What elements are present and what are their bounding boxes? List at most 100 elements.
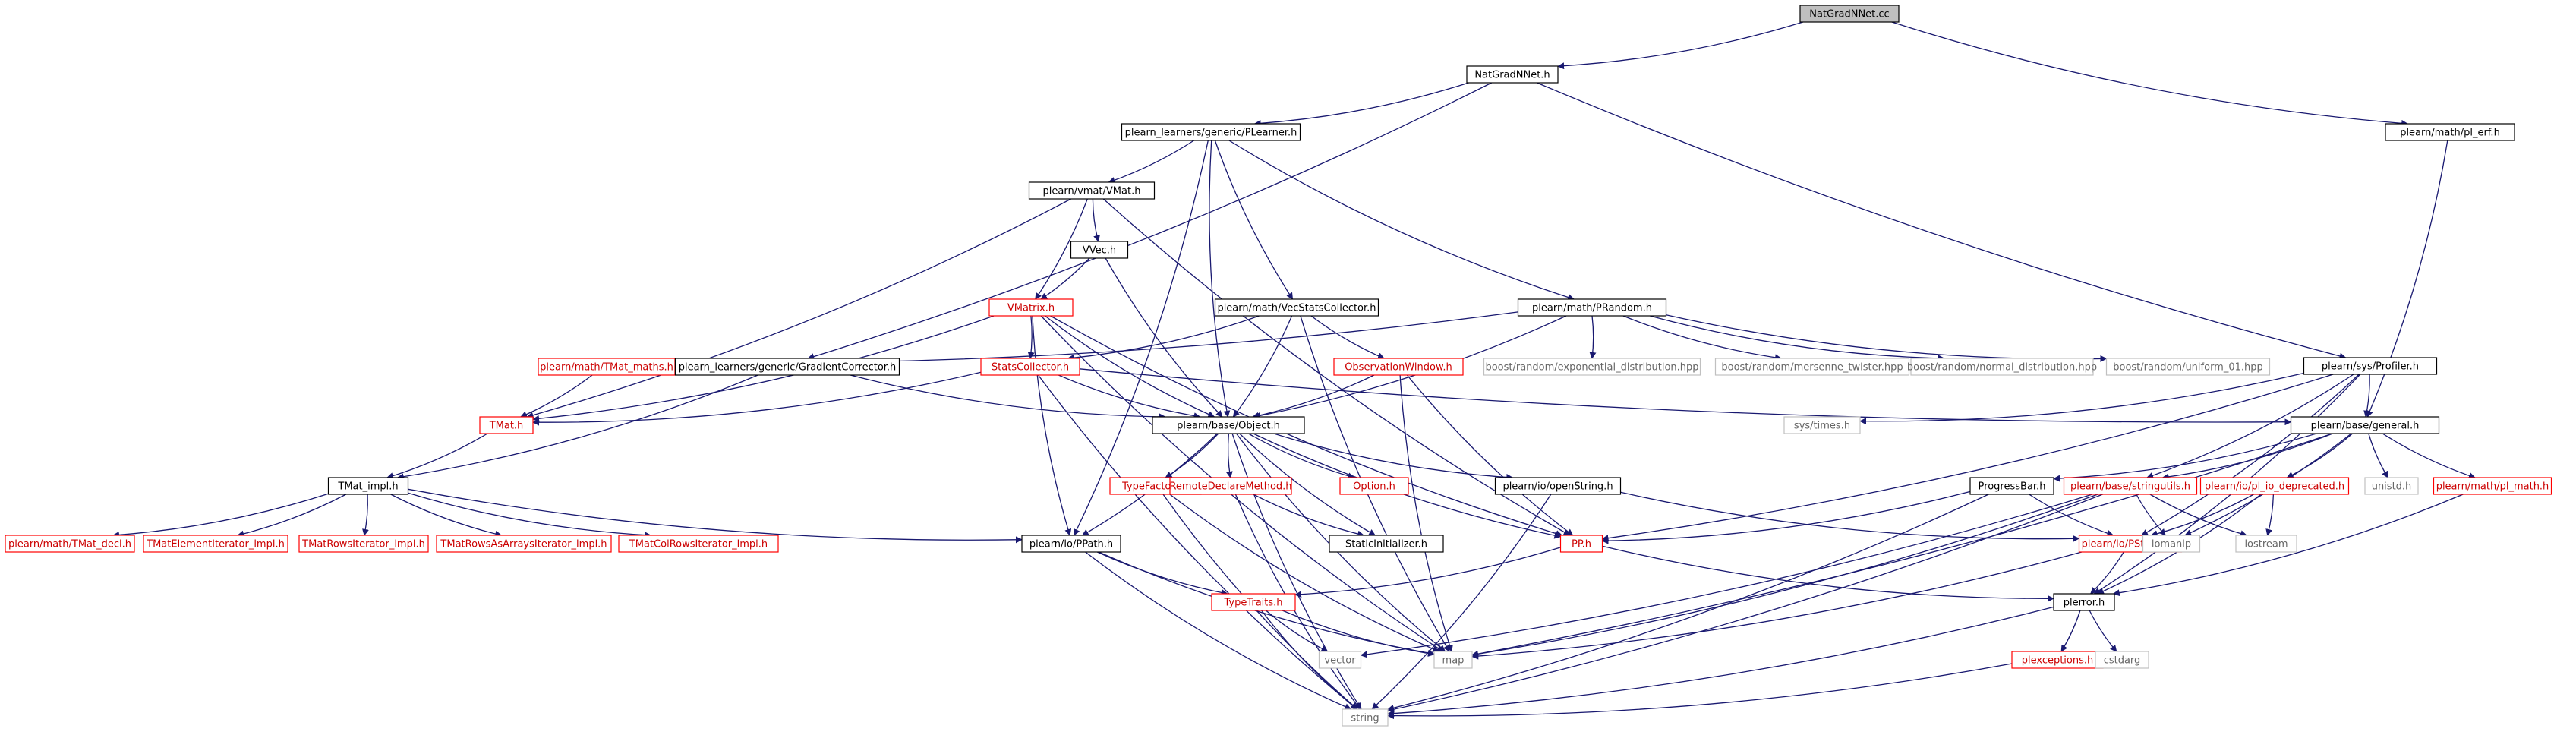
node-label: plearn/math/pl_math.h [2436, 481, 2549, 493]
graph-node-tmatelementiterator-impl-h[interactable]: TMatElementIterator_impl.h [143, 535, 288, 553]
edge-n19-n26 [1273, 433, 1514, 481]
graph-node-statscollector-h[interactable]: StatsCollector.h [980, 358, 1080, 376]
node-label: StatsCollector.h [992, 362, 1069, 374]
graph-node-plearn-base-object-h[interactable]: plearn/base/Object.h [1152, 416, 1305, 434]
edge-n28-n46 [1471, 494, 2098, 658]
graph-node-tmat-impl-h[interactable]: TMat_impl.h [327, 477, 409, 495]
node-box [1121, 123, 1301, 141]
edge-n2-n7 [1214, 140, 1294, 300]
node-box [2385, 123, 2515, 141]
node-label: NatGradNNet.cc [1809, 9, 1889, 21]
graph-node-plearn-math-tmat-maths-h[interactable]: plearn/math/TMat_maths.h [538, 358, 676, 376]
graph-node-tmatrowsiterator-impl-h[interactable]: TMatRowsIterator_impl.h [298, 535, 429, 553]
edge-n22-n34 [362, 494, 369, 536]
node-label: StaticInitializer.h [1345, 539, 1427, 550]
graph-node-plearn-io-openstring-h[interactable]: plearn/io/openString.h [1494, 477, 1622, 495]
edge-n0-n1 [1557, 21, 1804, 70]
node-label: TMatColRowsIterator_impl.h [629, 539, 768, 550]
graph-node-plearn-math-pl-erf-h[interactable]: plearn/math/pl_erf.h [2385, 123, 2515, 141]
graph-node-remotedeclaremethod-h[interactable]: RemoteDeclareMethod.h [1169, 477, 1292, 495]
graph-node-plearn-math-vecstatscollector-h[interactable]: plearn/math/VecStatsCollector.h [1214, 298, 1379, 317]
graph-node-pp-h[interactable]: PP.h [1559, 535, 1603, 553]
edge-n8-n15 [1622, 315, 1782, 361]
node-box [988, 298, 1074, 317]
node-box [1783, 416, 1861, 434]
graph-node-plearn-io-ppath-h[interactable]: plearn/io/PPath.h [1021, 535, 1121, 553]
edge-n2-n8 [1228, 140, 1575, 301]
edge-n7-n12 [1067, 315, 1260, 361]
node-box [2063, 477, 2198, 495]
node-box [1333, 358, 1464, 376]
graph-node-plearn-io-pl-io-deprecated-h[interactable]: plearn/io/pl_io_deprecated.h [2199, 477, 2350, 495]
graph-node-iostream: iostream [2235, 535, 2297, 553]
graph-node-plearn-learners-generic-plearner-h[interactable]: plearn_learners/generic/PLearner.h [1121, 123, 1301, 141]
graph-node-plearn-learners-generic-gradientcorrector-h[interactable]: plearn_learners/generic/GradientCorrecto… [674, 358, 900, 376]
edge-n4-n18 [526, 198, 1071, 419]
edge-n26-n49 [1371, 494, 1552, 710]
node-label: plearn/math/TMat_decl.h [8, 539, 131, 550]
node-label: TMatRowsIterator_impl.h [301, 539, 425, 550]
graph-node-plearn-math-prandom-h[interactable]: plearn/math/PRandom.h [1517, 298, 1667, 317]
graph-node-natgradnnet-h[interactable]: NatGradNNet.h [1466, 65, 1559, 84]
graph-node-option-h[interactable]: Option.h [1339, 477, 1409, 495]
graph-node-map: map [1433, 651, 1473, 669]
node-box [2105, 358, 2271, 376]
graph-node-plearn-math-pl-math-h[interactable]: plearn/math/pl_math.h [2433, 477, 2552, 495]
edge-n21-n30 [2368, 433, 2388, 478]
graph-node-plearn-sys-profiler-h[interactable]: plearn/sys/Profiler.h [2303, 357, 2438, 375]
graph-node-plerror-h[interactable]: plerror.h [2053, 593, 2115, 611]
graph-node-plearn-vmat-vmat-h[interactable]: plearn/vmat/VMat.h [1028, 181, 1156, 200]
edge-n40-n44 [2090, 551, 2124, 595]
node-box [980, 358, 1080, 376]
node-box [2235, 535, 2297, 553]
node-label: PP.h [1572, 539, 1591, 550]
node-label: iostream [2244, 539, 2288, 550]
graph-node-natgradnnet-cc[interactable]: NatGradNNet.cc [1799, 5, 1900, 23]
graph-node-vmatrix-h[interactable]: VMatrix.h [988, 298, 1074, 317]
node-label: TypeTraits.h [1223, 598, 1282, 609]
node-label: plearn/math/TMat_maths.h [540, 362, 673, 374]
edge-n5-n6 [1040, 257, 1090, 300]
graph-node-plearn-base-stringutils-h[interactable]: plearn/base/stringutils.h [2063, 477, 2198, 495]
node-box [1714, 358, 1910, 376]
graph-node-plexceptions-h[interactable]: plexceptions.h [2011, 651, 2104, 669]
graph-node-plearn-math-tmat-decl-h[interactable]: plearn/math/TMat_decl.h [5, 535, 135, 553]
edge-n2-n19 [1209, 140, 1231, 418]
edge-n4-n6 [1035, 198, 1088, 300]
graph-node-typetraits-h[interactable]: TypeTraits.h [1211, 593, 1296, 611]
edge-n7-n19 [1232, 315, 1293, 418]
node-box [2433, 477, 2552, 495]
node-box [1169, 477, 1292, 495]
node-label: plearn/sys/Profiler.h [2322, 361, 2419, 373]
graph-node-progressbar-h[interactable]: ProgressBar.h [1969, 477, 2054, 495]
edge-n8-n16 [1650, 315, 1945, 362]
edge-n21-n28 [2161, 433, 2333, 481]
graph-node-observationwindow-h[interactable]: ObservationWindow.h [1333, 358, 1464, 376]
graph-node-vvec-h[interactable]: VVec.h [1070, 241, 1129, 259]
edge-n27-n40 [2029, 494, 2114, 537]
edge-n13-n19 [1252, 374, 1375, 419]
graph-node-plearn-base-general-h[interactable]: plearn/base/general.h [2290, 416, 2440, 434]
node-box [298, 535, 429, 553]
edge-n6-n39 [1050, 315, 1563, 537]
graph-node-boost-random-exponential-distribution-hpp: boost/random/exponential_distribution.hp… [1483, 358, 1701, 376]
edge-n43-n46 [1282, 610, 1435, 657]
node-box [1329, 535, 1444, 553]
node-box [2303, 357, 2438, 375]
node-label: vector [1324, 655, 1356, 667]
edge-n7-n13 [1310, 315, 1385, 359]
graph-node-sys-times-h: sys/times.h [1783, 416, 1861, 434]
node-box [479, 416, 534, 434]
graph-node-tmat-h[interactable]: TMat.h [479, 416, 534, 434]
graph-node-tmatrowsasarraysiterator-impl-h[interactable]: TMatRowsAsArraysIterator_impl.h [436, 535, 612, 553]
node-label: cstdarg [2104, 655, 2141, 667]
edge-n29-n42 [2265, 494, 2275, 536]
graph-node-staticinitializer-h[interactable]: StaticInitializer.h [1329, 535, 1444, 553]
graph-node-boost-random-uniform-01-hpp: boost/random/uniform_01.hpp [2105, 358, 2271, 376]
graph-node-tmatcolrowsiterator-impl-h[interactable]: TMatColRowsIterator_impl.h [618, 535, 779, 553]
edge-n27-n49 [1387, 494, 1989, 711]
node-label: unistd.h [2372, 481, 2412, 493]
edge-n21-n29 [2286, 433, 2354, 478]
node-box [5, 535, 135, 553]
